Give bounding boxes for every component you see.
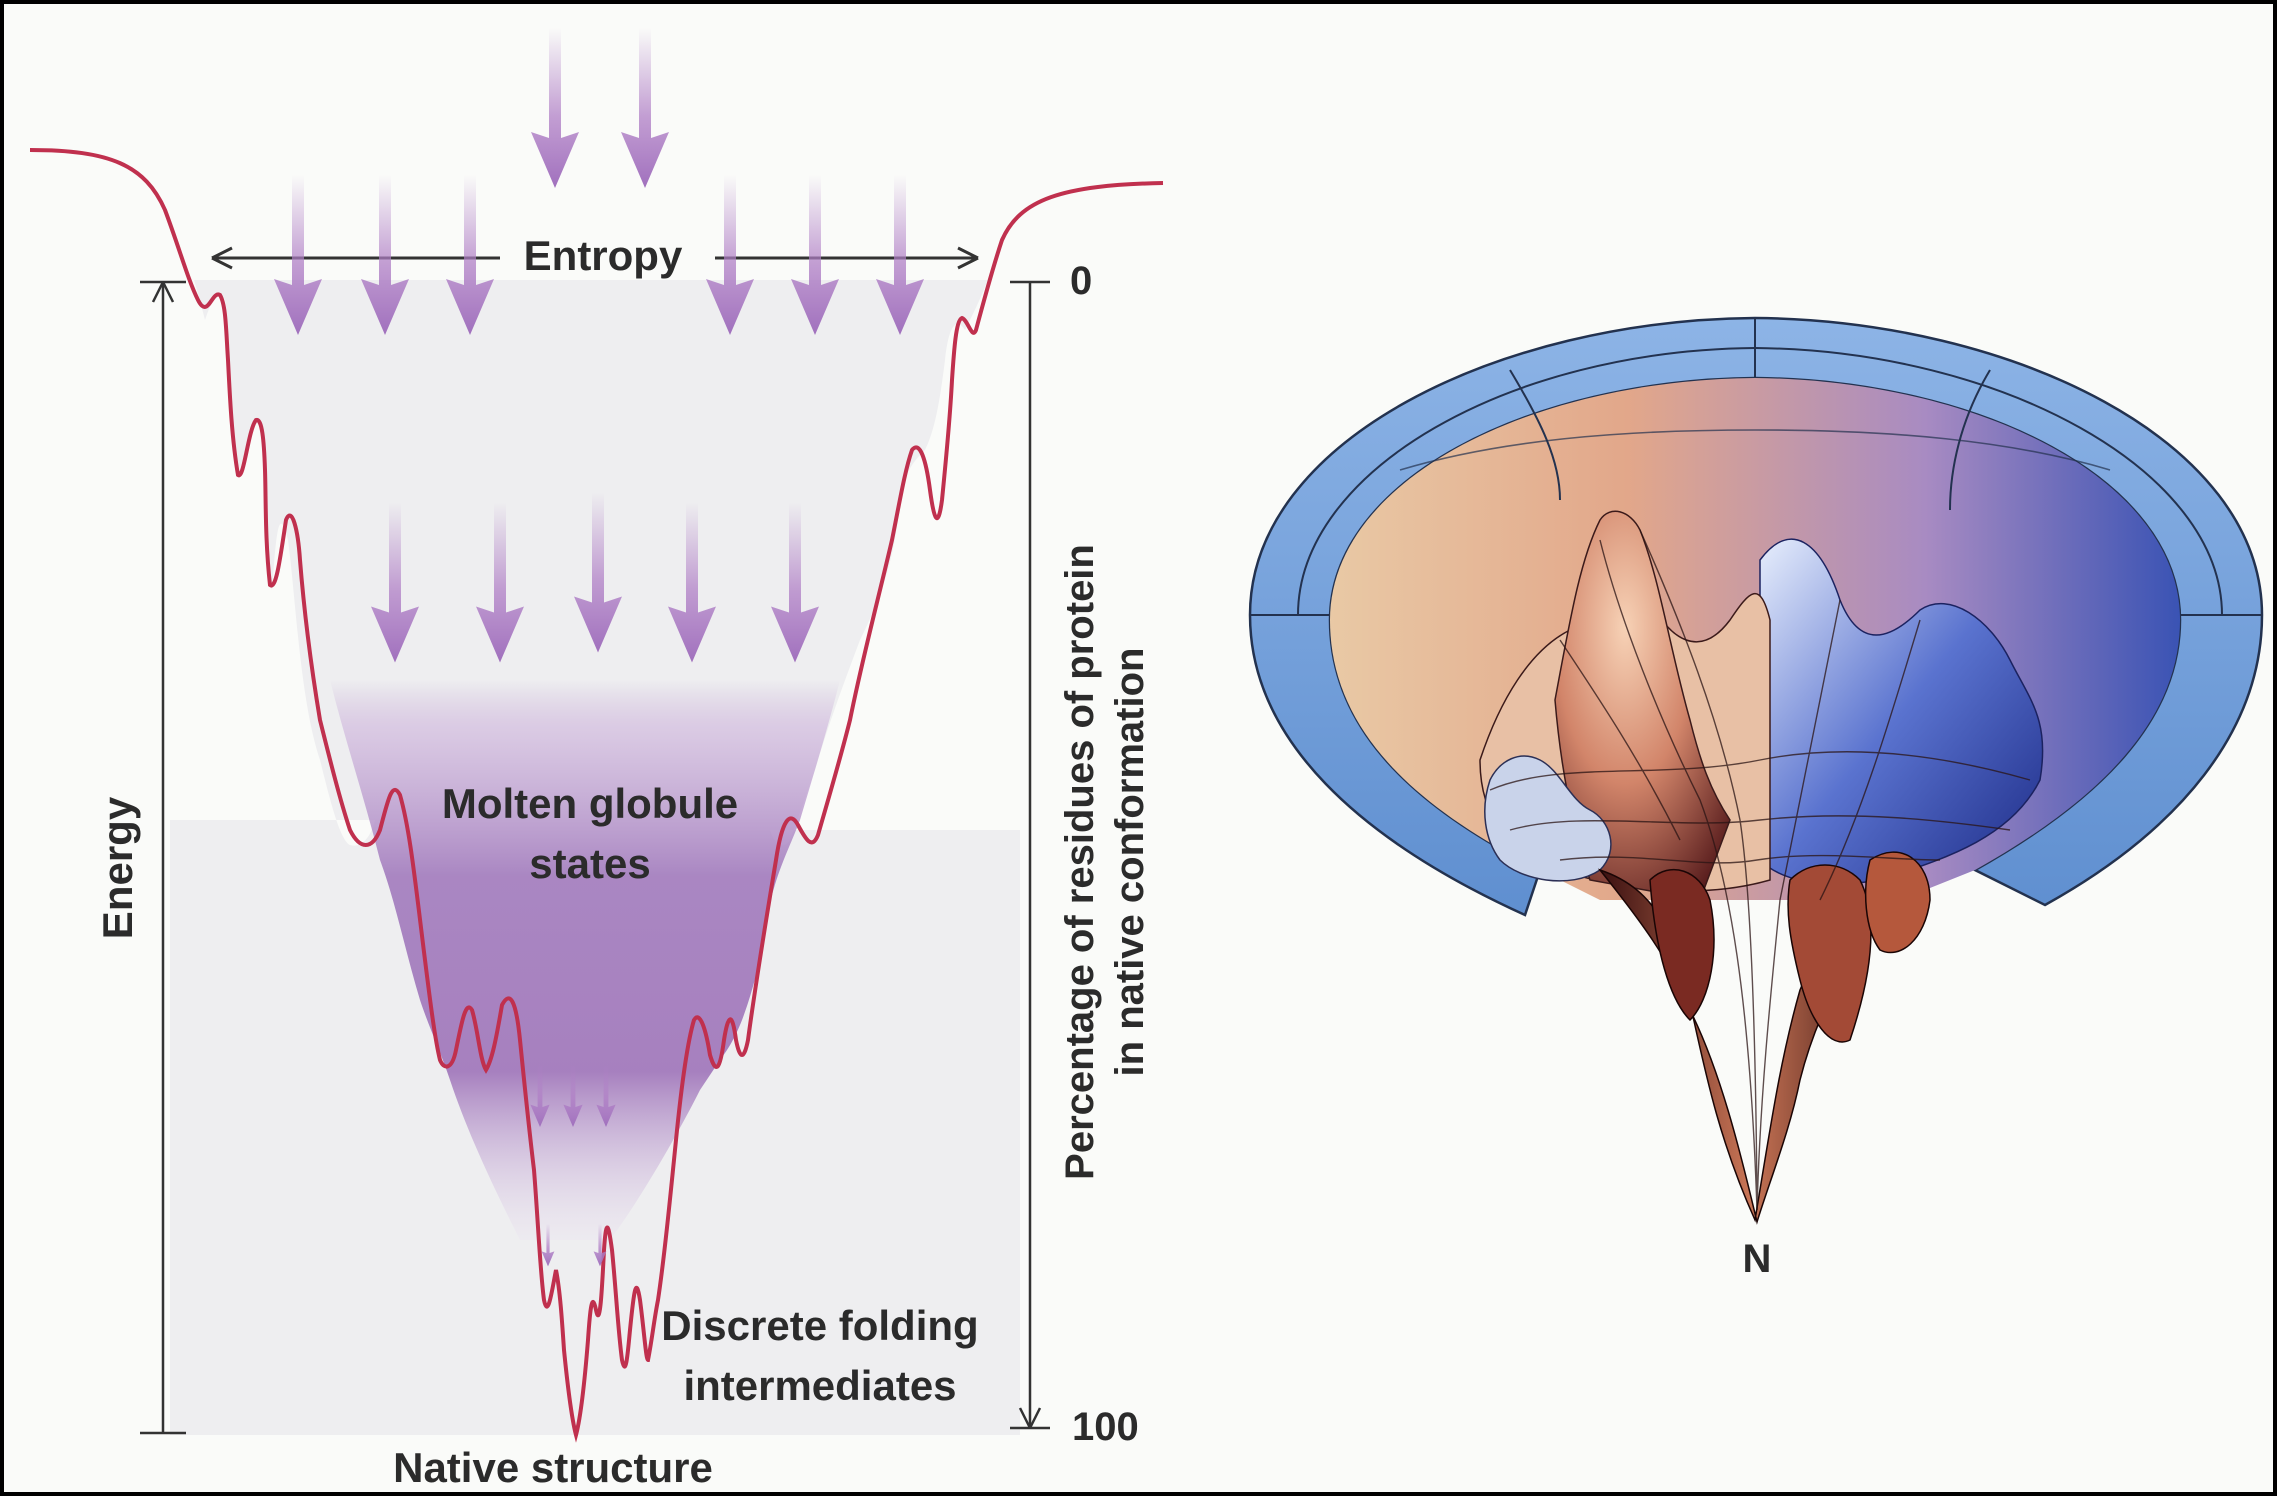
molten-globule-band bbox=[330, 680, 840, 1240]
landscape-lobe-right bbox=[1787, 864, 1872, 1043]
funnel-outside-left bbox=[28, 150, 375, 1435]
percentage-tick-100: 100 bbox=[1072, 1405, 1139, 1449]
energy-landscape-bowl bbox=[1248, 316, 2264, 1225]
percentage-tick-0: 0 bbox=[1070, 259, 1092, 303]
double-headed-arrow-icon bbox=[211, 246, 979, 270]
discrete-intermediates-label-line2: intermediates bbox=[683, 1362, 956, 1409]
energy-axis-label: Energy bbox=[94, 796, 141, 939]
native-structure-label: Native structure bbox=[393, 1444, 713, 1491]
molten-globule-label-line2: states bbox=[529, 840, 650, 887]
landscape-lobe-left bbox=[1649, 869, 1715, 1022]
funnel-outside-right bbox=[770, 185, 1163, 1435]
landscape-mesh bbox=[1489, 529, 2031, 1211]
discrete-intermediates-label-line1: Discrete folding bbox=[661, 1302, 978, 1349]
entropy-label: Entropy bbox=[524, 232, 683, 279]
landscape-lobe-far-right bbox=[1864, 851, 1931, 954]
landscape-left-blobs bbox=[1484, 755, 1612, 882]
percentage-axis-label-line2: in native conformation bbox=[1108, 648, 1152, 1077]
funnel-curve bbox=[29, 148, 1164, 1443]
molten-globule-label-line1: Molten globule bbox=[442, 780, 738, 827]
native-state-n-label: N bbox=[1743, 1237, 1772, 1281]
percentage-axis-label-line1: Percentage of residues of protein bbox=[1058, 544, 1102, 1180]
energy-funnel bbox=[28, 148, 1164, 1443]
energy-axis bbox=[140, 280, 186, 1435]
percentage-axis bbox=[1010, 280, 1050, 1430]
